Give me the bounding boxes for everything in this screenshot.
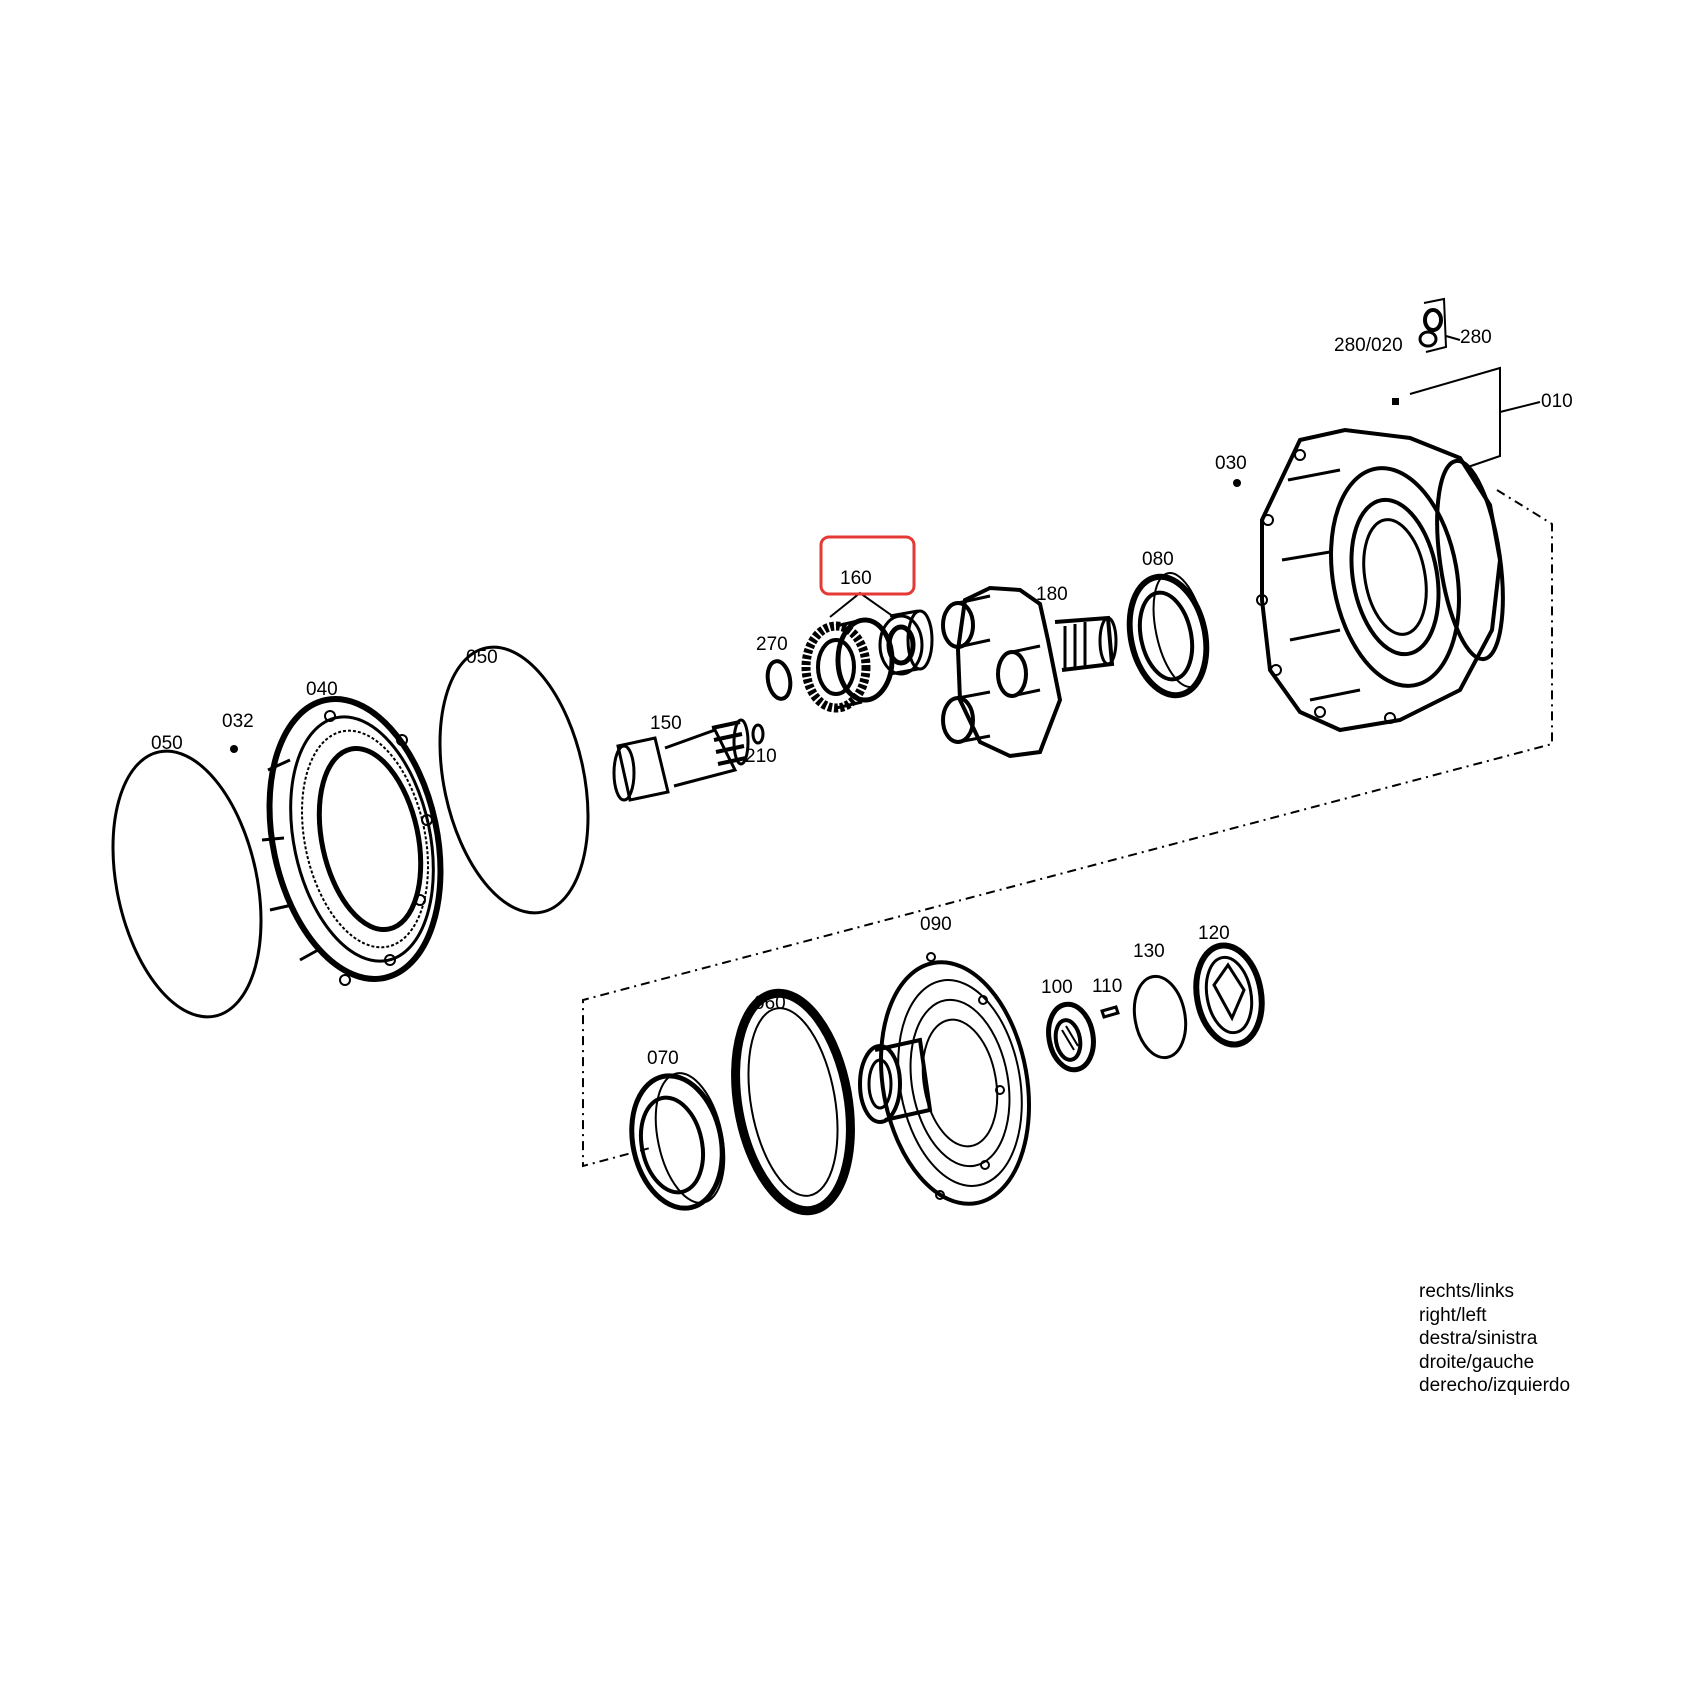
part-050-oring-left[interactable] bbox=[90, 737, 283, 1030]
legend-line: destra/sinistra bbox=[1419, 1328, 1538, 1349]
part-120-cover[interactable] bbox=[1189, 940, 1269, 1050]
part-060-shaft-seal[interactable] bbox=[720, 984, 867, 1220]
label-030: 030 bbox=[1215, 453, 1247, 474]
label-100: 100 bbox=[1041, 977, 1073, 998]
part-160-bush[interactable] bbox=[878, 609, 934, 676]
part-210-ring[interactable] bbox=[751, 723, 765, 745]
part-032-pin[interactable] bbox=[230, 745, 238, 753]
legend-line: droite/gauche bbox=[1419, 1351, 1535, 1373]
label-280-020: 280/020 bbox=[1334, 335, 1403, 356]
legend-line: rechts/links bbox=[1419, 1281, 1515, 1302]
part-280-plug[interactable] bbox=[1418, 308, 1443, 348]
part-130-oring[interactable] bbox=[1128, 972, 1191, 1061]
leader-280 bbox=[1423, 297, 1461, 353]
legend-line: right/left bbox=[1419, 1304, 1487, 1326]
part-100-nut[interactable] bbox=[1044, 1001, 1099, 1074]
label-110: 110 bbox=[1092, 976, 1122, 997]
part-270-snap-ring[interactable] bbox=[765, 659, 793, 701]
assembly-boundary-dashed bbox=[582, 489, 1553, 1168]
part-010-plug[interactable] bbox=[1392, 398, 1399, 405]
part-180-planet-carrier[interactable] bbox=[941, 585, 1118, 759]
label-280: 280 bbox=[1460, 327, 1492, 348]
label-080: 080 bbox=[1142, 549, 1174, 570]
part-040-ring-gear[interactable] bbox=[245, 683, 464, 995]
label-120: 120 bbox=[1198, 923, 1230, 944]
highlight-box-160 bbox=[819, 535, 916, 596]
label-130: 130 bbox=[1133, 941, 1165, 962]
part-110-pin[interactable] bbox=[1100, 1005, 1120, 1019]
label-270: 270 bbox=[756, 634, 788, 655]
label-032: 032 bbox=[222, 711, 254, 732]
part-010-housing[interactable] bbox=[1256, 427, 1514, 733]
legend-line: derecho/izquierdo bbox=[1419, 1375, 1571, 1396]
part-160-planet-gear[interactable] bbox=[801, 617, 895, 713]
part-080-bearing[interactable] bbox=[1119, 568, 1216, 702]
part-090-output-flange[interactable] bbox=[858, 950, 1047, 1215]
label-010: 010 bbox=[1541, 391, 1573, 412]
label-160: 160 bbox=[840, 568, 872, 589]
part-050-oring-middle[interactable] bbox=[417, 633, 610, 926]
label-070: 070 bbox=[647, 1048, 679, 1069]
label-180: 180 bbox=[1036, 584, 1068, 605]
leader-160 bbox=[829, 591, 895, 618]
label-060: 060 bbox=[754, 993, 786, 1014]
leader-010 bbox=[1409, 366, 1541, 469]
label-090: 090 bbox=[920, 914, 952, 935]
label-050-middle: 050 bbox=[466, 647, 498, 668]
label-050-left: 050 bbox=[151, 733, 183, 754]
label-210: 210 bbox=[745, 746, 777, 767]
side-legend: rechts/links right/left destra/sinistra … bbox=[1419, 1280, 1570, 1398]
label-040: 040 bbox=[306, 679, 338, 700]
label-150: 150 bbox=[650, 713, 682, 734]
part-030-pin[interactable] bbox=[1233, 479, 1241, 487]
part-150-shaft[interactable] bbox=[612, 718, 750, 802]
part-070-bearing[interactable] bbox=[620, 1067, 735, 1217]
